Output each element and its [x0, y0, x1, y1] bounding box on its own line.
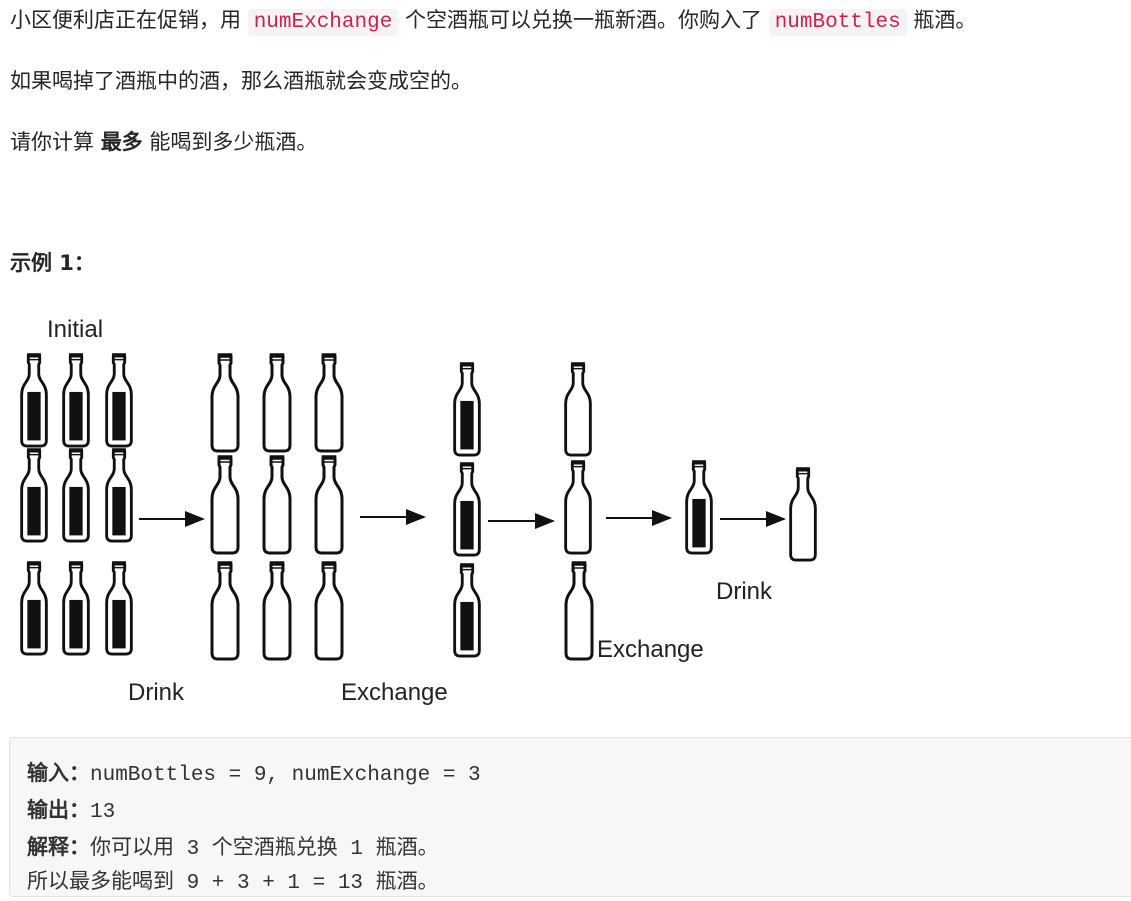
full-bottle-icon — [62, 353, 90, 448]
second-empty-bottles — [564, 362, 594, 661]
initial-full-bottles — [20, 353, 133, 656]
empty-bottle-icon — [210, 455, 240, 555]
empty-bottle-icon — [210, 353, 240, 453]
full-bottle-icon — [453, 462, 481, 557]
explanation-value: 你可以用 3 个空酒瓶兑换 1 瓶酒。 — [90, 838, 439, 861]
full-bottle-icon — [105, 448, 133, 543]
empty-bottles-group — [210, 353, 344, 661]
full-bottle-icon — [453, 362, 481, 457]
num-exchange-code: numExchange — [247, 9, 399, 36]
empty-bottle-icon — [564, 561, 594, 661]
output-label: 输出： — [27, 798, 90, 822]
intro-text: 小区便利店正在促销，用 — [10, 8, 241, 32]
full-bottle-icon — [20, 561, 48, 656]
label-exchange-1: Exchange — [341, 679, 448, 706]
empty-bottle-icon — [314, 353, 344, 453]
input-label: 输入： — [27, 761, 90, 785]
empty-bottle-icon — [564, 460, 592, 555]
empty-bottle-icon — [314, 455, 344, 555]
intro-text: 请你计算 — [10, 130, 94, 154]
explanation-label: 解释： — [27, 835, 90, 859]
full-bottle-icon — [20, 353, 48, 448]
full-bottle-icon — [105, 561, 133, 656]
exchanged-full-bottles — [453, 362, 481, 658]
label-initial: Initial — [47, 316, 103, 343]
final-empty-bottle-icon — [789, 467, 817, 562]
input-value: numBottles = 9, numExchange = 3 — [90, 764, 481, 787]
label-drink-1: Drink — [128, 679, 185, 706]
empty-bottle-icon — [262, 561, 292, 661]
intro-paragraph-2: 如果喝掉了酒瓶中的酒，那么酒瓶就会变成空的。 — [10, 69, 472, 93]
full-bottle-icon — [62, 561, 90, 656]
bottle-exchange-diagram: Initial Drink Exchange Exchange Drink — [20, 316, 817, 706]
intro-paragraph-1: 小区便利店正在促销，用 numExchange 个空酒瓶可以兑换一瓶新酒。你购入… — [10, 5, 976, 38]
example-title: 示例 1： — [10, 251, 95, 275]
label-drink-2: Drink — [716, 578, 773, 605]
explanation-line-2: 所以最多能喝到 9 + 3 + 1 = 13 瓶酒。 — [27, 872, 439, 895]
empty-bottle-icon — [564, 362, 592, 457]
intro-text: 能喝到多少瓶酒。 — [149, 130, 318, 154]
intro-text: 个空酒瓶可以兑换一瓶新酒。你购入了 — [405, 8, 762, 32]
empty-bottle-icon — [314, 561, 344, 661]
empty-bottle-icon — [210, 561, 240, 661]
example-code-block: 输入：numBottles = 9, numExchange = 3 输出：13… — [9, 737, 1131, 897]
final-full-bottle-icon — [685, 460, 713, 555]
output-value: 13 — [90, 801, 116, 824]
empty-bottle-icon — [262, 455, 292, 555]
full-bottle-icon — [453, 563, 481, 658]
intro-paragraph-3: 请你计算 最多 能喝到多少瓶酒。 — [10, 127, 317, 157]
full-bottle-icon — [105, 353, 133, 448]
emphasis-text: 最多 — [100, 130, 143, 154]
num-bottles-code: numBottles — [768, 9, 907, 36]
label-exchange-2: Exchange — [597, 636, 704, 663]
intro-text: 瓶酒。 — [913, 8, 977, 32]
empty-bottle-icon — [262, 353, 292, 453]
full-bottle-icon — [20, 448, 48, 543]
full-bottle-icon — [62, 448, 90, 543]
